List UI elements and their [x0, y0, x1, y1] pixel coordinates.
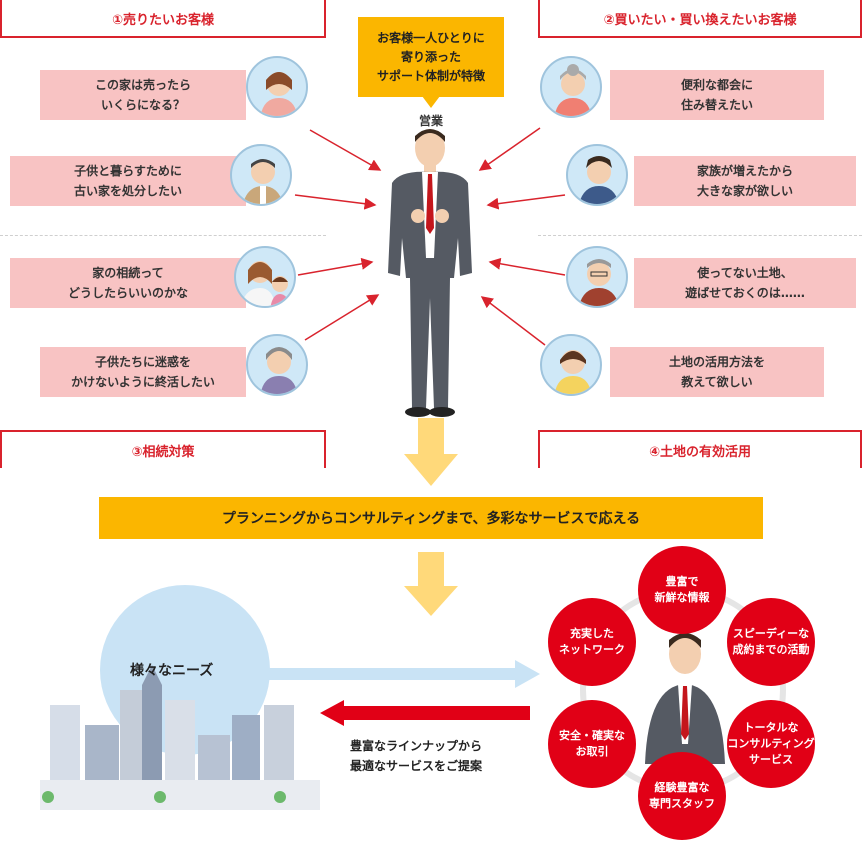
- support-callout: お客様一人ひとりに 寄り添った サポート体制が特徴: [358, 17, 504, 97]
- avatar-elderly-man: [566, 246, 628, 308]
- salesman-illustration: [388, 129, 472, 417]
- divider-left: [0, 235, 326, 236]
- speech-bubble-move-city: 便利な都会に 住み替えたい: [610, 70, 824, 120]
- customer-arrows: [294, 127, 566, 346]
- avatar-grandmother: [540, 56, 602, 118]
- divider-right: [538, 235, 862, 236]
- speech-bubble-bigger-house: 家族が増えたから 大きな家が欲しい: [634, 156, 856, 206]
- callout-pointer: [422, 96, 440, 108]
- proposal-text: 豊富なラインナップから 最適なサービスをご提案: [350, 739, 483, 773]
- avatar-man-beige: [230, 144, 292, 206]
- feature-safe-transaction: 安全・確実な お取引: [548, 700, 636, 788]
- needs-arrow-right: [265, 660, 540, 688]
- speech-bubble-sell-price: この家は売ったら いくらになる？: [40, 70, 246, 120]
- down-arrow-2: [404, 552, 458, 616]
- sales-label: 営業: [418, 114, 443, 128]
- consultant-illustration: [645, 633, 725, 764]
- needs-label: 様々なニーズ: [130, 663, 214, 679]
- speech-bubble-end-of-life: 子供たちに迷惑を かけないように終活したい: [40, 347, 246, 397]
- section-label-inheritance: ③相続対策: [0, 430, 326, 468]
- avatar-young-man: [566, 144, 628, 206]
- section-label-land-use: ④土地の有効活用: [538, 430, 862, 468]
- feature-speedy-deal: スピーディーな 成約までの活動: [727, 598, 815, 686]
- avatar-young-woman: [540, 334, 602, 396]
- feature-experienced-staff: 経験豊富な 専門スタッフ: [638, 752, 726, 840]
- feature-rich-information: 豊富で 新鮮な情報: [638, 546, 726, 634]
- speech-bubble-inheritance: 家の相続って どうしたらいいのかな: [10, 258, 246, 308]
- feature-total-consulting: トータルな コンサルティング サービス: [727, 700, 815, 788]
- speech-bubble-land-advice: 土地の活用方法を 教えて欲しい: [610, 347, 824, 397]
- city-illustration: [40, 585, 320, 810]
- avatar-woman: [246, 56, 308, 118]
- section-label-buyers: ②買いたい・買い換えたいお客様: [538, 0, 862, 38]
- speech-bubble-unused-land: 使ってない土地、 遊ばせておくのは……: [634, 258, 856, 308]
- avatar-elderly-woman: [246, 334, 308, 396]
- feature-network: 充実した ネットワーク: [548, 598, 636, 686]
- proposal-arrow-left: [320, 700, 530, 726]
- down-arrow-1: [404, 418, 458, 486]
- service-banner: プランニングからコンサルティングまで、多彩なサービスで応える: [99, 497, 763, 539]
- section-label-sellers: ①売りたいお客様: [0, 0, 326, 38]
- speech-bubble-dispose-house: 子供と暮らすために 古い家を処分したい: [10, 156, 246, 206]
